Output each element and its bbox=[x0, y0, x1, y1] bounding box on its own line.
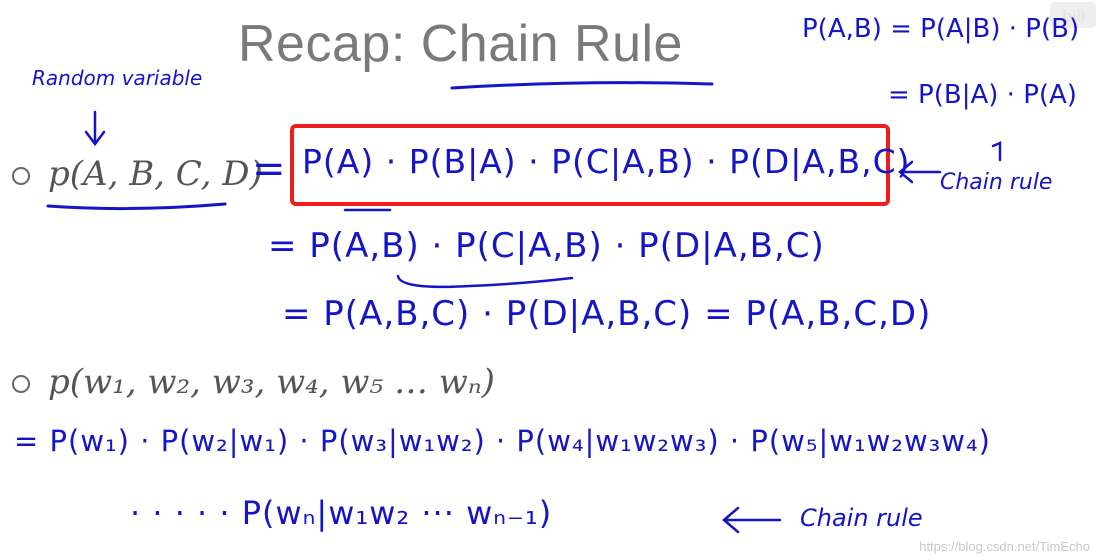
bullet2-line1: = P(w₁) · P(w₂|w₁) · P(w₃|w₁w₂) · P(w₄|w… bbox=[14, 424, 991, 458]
slide-title: Recap: Chain Rule bbox=[238, 14, 683, 74]
bullet1-line1: P(A) · P(B|A) · P(C|A,B) · P(D|A,B,C) bbox=[302, 142, 911, 181]
bullet1-line2: = P(A,B) · P(C|A,B) · P(D|A,B,C) bbox=[268, 226, 825, 266]
highlight-box bbox=[290, 124, 890, 206]
brace-underline bbox=[396, 274, 574, 289]
title-prefix: Recap: bbox=[238, 15, 421, 73]
watermark: https://blog.csdn.net/TimEcho bbox=[919, 539, 1090, 554]
bullet-joint-words: p(w₁, w₂, w₃, w₄, w₅ … wₙ) bbox=[12, 362, 495, 402]
bullet1-expr: p(A, B, C, D) bbox=[48, 154, 263, 194]
down-arrow-icon bbox=[84, 110, 106, 147]
bullet-joint-abcd: p(A, B, C, D) bbox=[12, 154, 263, 194]
svg-text:bili: bili bbox=[1062, 7, 1086, 26]
bullet2-line2: · · · · · P(wₙ|w₁w₂ ··· wₙ₋₁) bbox=[130, 494, 553, 532]
left-arrow-icon-2 bbox=[722, 506, 782, 534]
corner-logo-icon: bili bbox=[1050, 2, 1096, 28]
top-right-line1: P(A,B) = P(A|B) · P(B) bbox=[802, 14, 1080, 44]
chain-rule-note-2: Chain rule bbox=[800, 504, 923, 532]
tick-mark bbox=[991, 141, 1002, 162]
top-right-line2: = P(B|A) · P(A) bbox=[888, 80, 1077, 110]
random-variable-note: Random variable bbox=[32, 66, 203, 90]
chain-rule-note-1: Chain rule bbox=[940, 170, 1053, 195]
title-emph: Chain Rule bbox=[420, 15, 683, 73]
bullet1-line3: = P(A,B,C) · P(D|A,B,C) = P(A,B,C,D) bbox=[282, 294, 932, 334]
expr-underline bbox=[46, 202, 227, 211]
bullet1-equals: = bbox=[252, 146, 287, 192]
bullet-circle-icon bbox=[12, 167, 30, 185]
bullet-circle-icon-2 bbox=[12, 375, 30, 393]
left-arrow-icon bbox=[898, 160, 942, 184]
title-underline bbox=[450, 81, 714, 90]
bullet2-expr: p(w₁, w₂, w₃, w₄, w₅ … wₙ) bbox=[48, 362, 495, 402]
